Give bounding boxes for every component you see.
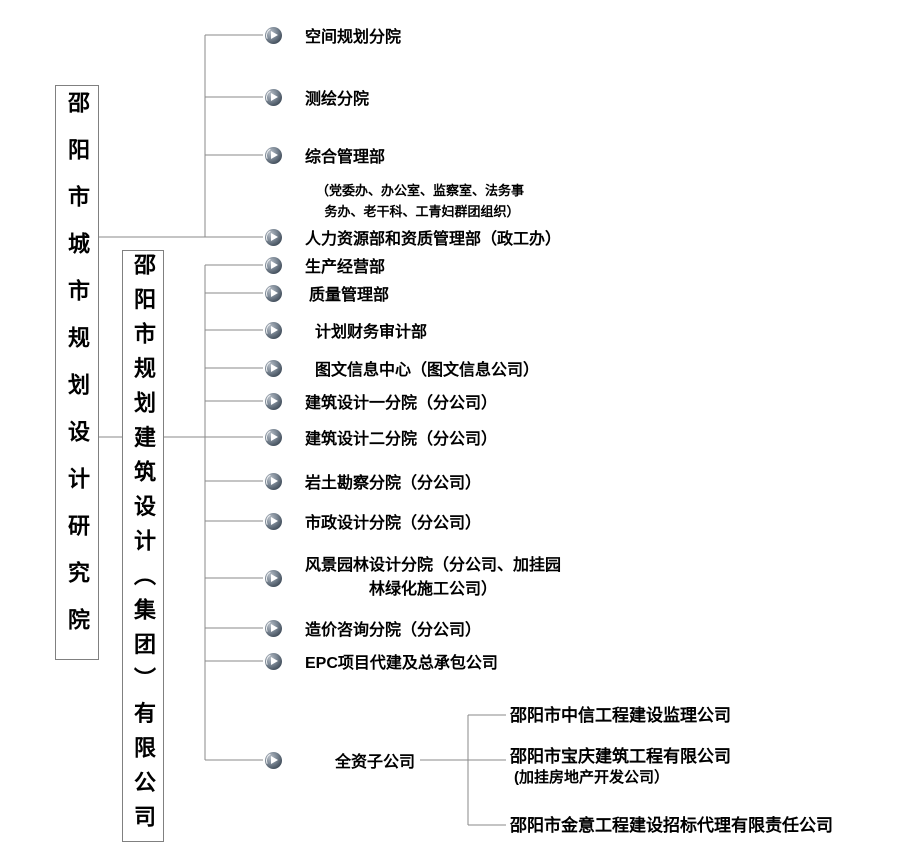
root-box-institute: 邵阳市城市规划设计研究院 [55,85,99,660]
org-node-label: 岩土勘察分院（分公司） [305,475,482,492]
org-node: 建筑设计二分院（分公司） [265,425,497,449]
play-bullet-icon [265,392,282,410]
subsidiary-node: 邵阳市宝庆建筑工程有限公司 (加挂房地产开发公司） [510,746,731,788]
org-node-label: 空间规划分院 [305,29,402,46]
play-bullet-icon [265,284,282,302]
org-node-label: 造价咨询分院（分公司） [305,622,482,639]
org-node-label: 人力资源部和资质管理部（政工办） [305,231,562,248]
org-node: 市政设计分院（分公司） [265,509,481,533]
org-node: 综合管理部 [265,143,385,167]
play-bullet-icon [265,146,282,164]
org-node-label: 建筑设计二分院（分公司） [305,431,498,448]
org-node-label: 测绘分院 [305,91,370,108]
root-box-company-label: 邵阳市规划建筑设计（集团）有限公司 [131,252,156,840]
org-node-label: 市政设计分院（分公司） [305,515,482,532]
org-node-label: 风景园林设计分院（分公司、加挂园 林绿化施工公司） [305,557,562,598]
org-node: 造价咨询分院（分公司） [265,616,481,640]
org-node: 图文信息中心（图文信息公司） [265,356,539,380]
org-node: 全资子公司 [265,748,415,772]
org-node: 测绘分院 [265,85,369,109]
org-node: 生产经营部 [265,253,385,277]
play-bullet-icon [265,321,282,339]
subsidiary-node: 邵阳市中信工程建设监理公司 [510,705,731,726]
org-node: 建筑设计一分院（分公司） [265,389,497,413]
play-bullet-icon [265,88,282,106]
org-node: 质量管理部 [265,281,389,305]
org-node-label: 综合管理部 [305,149,386,166]
play-bullet-icon [265,428,282,446]
org-node: 岩土勘察分院（分公司） [265,469,481,493]
play-bullet-icon [265,569,282,587]
play-bullet-icon [265,512,282,530]
play-bullet-icon [265,619,282,637]
root-box-institute-label: 邵阳市城市规划设计研究院 [65,90,90,655]
org-node: 人力资源部和资质管理部（政工办） [265,225,561,249]
play-bullet-icon [265,751,282,769]
org-node: EPC项目代建及总承包公司 [265,649,498,673]
org-node-note-line: （党委办、办公室、监察室、法务事 [316,183,525,198]
org-node: 风景园林设计分院（分公司、加挂园 林绿化施工公司） [265,554,561,602]
subsidiary-label: (加挂房地产开发公司） [514,769,669,786]
root-box-company: 邵阳市规划建筑设计（集团）有限公司 [122,250,164,842]
play-bullet-icon [265,359,282,377]
org-node-note: （党委办、办公室、监察室、法务事 务办、老干科、工青妇群团组织） [316,180,528,222]
play-bullet-icon [265,256,282,274]
play-bullet-icon [265,228,282,246]
subsidiary-label: 邵阳市中信工程建设监理公司 [510,706,731,725]
org-node-label: 生产经营部 [305,259,386,276]
play-bullet-icon [265,472,282,490]
subsidiary-label: 邵阳市宝庆建筑工程有限公司 [510,747,731,766]
subsidiary-node: 邵阳市金意工程建设招标代理有限责任公司 [510,815,833,836]
org-node-label: EPC项目代建及总承包公司 [305,655,498,672]
play-bullet-icon [265,26,282,44]
subsidiary-label: 邵阳市金意工程建设招标代理有限责任公司 [510,816,833,835]
org-node: 空间规划分院 [265,23,401,47]
org-node-label: 计划财务审计部 [315,324,428,341]
org-node-label: 质量管理部 [309,287,390,304]
org-node-label: 全资子公司 [335,754,416,771]
play-bullet-icon [265,652,282,670]
org-node-note-line: 务办、老干科、工青妇群团组织） [324,204,520,219]
org-node: 计划财务审计部 [265,318,427,342]
org-node-label: 建筑设计一分院（分公司） [305,395,498,412]
org-node-label: 图文信息中心（图文信息公司） [315,362,540,379]
